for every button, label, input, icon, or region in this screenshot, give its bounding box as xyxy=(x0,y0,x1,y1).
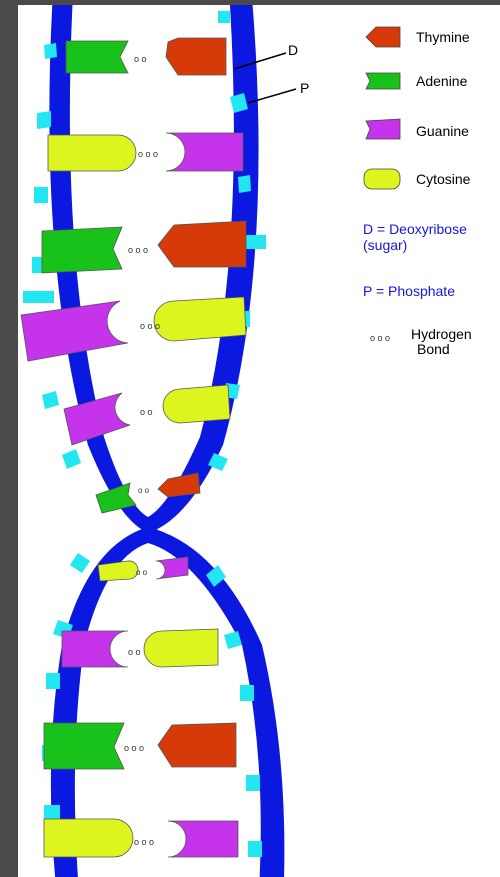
legend-adenine-label: Adenine xyxy=(416,73,467,89)
deoxyribose-note-line2: (sugar) xyxy=(363,237,467,253)
hydrogen-bond-dots: o o o xyxy=(124,743,144,753)
cytosine-base xyxy=(44,819,133,857)
diagram-frame: D P o o o o o o o o o o o xyxy=(18,5,500,877)
legend-guanine-label: Guanine xyxy=(416,123,469,139)
hydrogen-bond-dots: o o xyxy=(128,647,141,657)
thymine-base xyxy=(158,723,236,767)
thymine-base xyxy=(166,38,226,75)
adenine-swatch xyxy=(366,73,400,89)
hydrogen-bond-dots: o o o xyxy=(128,245,148,255)
hydrogen-bond-note: Hydrogen Bond xyxy=(411,327,472,357)
hydrogen-bond-note-line2: Bond xyxy=(411,342,472,357)
hydrogen-bond-dots: o o xyxy=(140,407,153,417)
adenine-base xyxy=(42,227,122,273)
hydrogen-bond-dots: o o o xyxy=(140,321,160,331)
deoxyribose-note-line1: D = Deoxyribose xyxy=(363,221,467,237)
legend-cytosine-label: Cytosine xyxy=(416,171,470,187)
phosphate-marker: P xyxy=(300,80,309,96)
cytosine-base xyxy=(98,561,138,581)
cytosine-swatch xyxy=(364,169,400,189)
guanine-swatch xyxy=(366,119,400,139)
hydrogen-bond-dots-legend: o o o xyxy=(370,333,390,343)
hydrogen-bond-dots: o o o xyxy=(134,837,154,847)
deoxyribose-note: D = Deoxyribose (sugar) xyxy=(363,221,467,253)
cytosine-base xyxy=(48,135,136,171)
cytosine-base xyxy=(144,629,218,667)
deoxyribose-marker: D xyxy=(288,42,298,58)
hydrogen-bond-note-line1: Hydrogen xyxy=(411,327,472,342)
adenine-base xyxy=(44,723,124,769)
hydrogen-bond-dots: o o o xyxy=(138,149,158,159)
thymine-swatch xyxy=(366,27,400,47)
cytosine-base xyxy=(154,297,246,341)
hydrogen-bond-dots: o o xyxy=(136,568,148,577)
hydrogen-bond-dots: o o xyxy=(138,486,150,495)
thymine-base xyxy=(158,221,246,267)
adenine-base xyxy=(66,41,128,73)
phosphate-note: P = Phosphate xyxy=(363,283,455,299)
hydrogen-bond-dots: o o xyxy=(134,54,147,64)
legend-thymine-label: Thymine xyxy=(416,29,470,45)
cytosine-base xyxy=(163,385,230,423)
